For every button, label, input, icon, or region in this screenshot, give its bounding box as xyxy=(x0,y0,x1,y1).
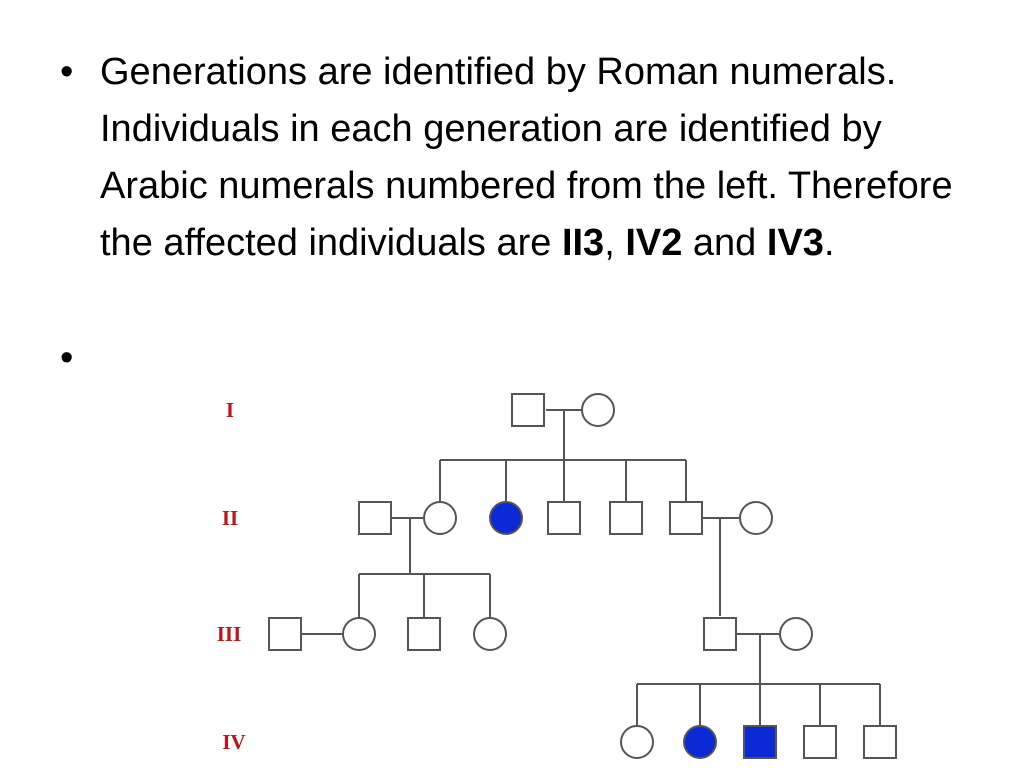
separator-text: , xyxy=(604,222,626,264)
unaffected-female-symbol xyxy=(581,393,615,427)
generation-label-ii: II xyxy=(222,506,238,530)
affected-individual-label: II3 xyxy=(561,222,605,264)
unaffected-female-symbol xyxy=(739,501,773,535)
generation-label-iv: IV xyxy=(222,730,245,754)
unaffected-male-symbol xyxy=(407,617,441,651)
affected-female-symbol xyxy=(683,725,717,759)
generation-label-iii: III xyxy=(217,622,242,646)
unaffected-male-symbol xyxy=(511,393,545,427)
bullet-intro-text: Generations are identified by Roman nume… xyxy=(100,51,953,264)
bullet-marker: • xyxy=(60,337,74,379)
affected-female-symbol xyxy=(489,501,523,535)
unaffected-male-symbol xyxy=(703,617,737,651)
unaffected-female-symbol xyxy=(473,617,507,651)
affected-male-symbol xyxy=(743,725,777,759)
bullet-marker: • xyxy=(60,51,74,93)
unaffected-male-symbol xyxy=(268,617,302,651)
generation-label-i: I xyxy=(226,398,234,422)
separator-text: and xyxy=(682,222,767,264)
unaffected-female-symbol xyxy=(779,617,813,651)
unaffected-male-symbol xyxy=(803,725,837,759)
unaffected-male-symbol xyxy=(863,725,897,759)
bullet-text: Generations are identified by Roman nume… xyxy=(100,44,980,272)
unaffected-female-symbol xyxy=(620,725,654,759)
pedigree-lines xyxy=(301,409,881,726)
unaffected-male-symbol xyxy=(669,501,703,535)
unaffected-male-symbol xyxy=(609,501,643,535)
sentence-end: . xyxy=(823,222,835,264)
affected-individual-label: IV2 xyxy=(625,222,683,264)
pedigree-symbols xyxy=(268,393,897,759)
unaffected-male-symbol xyxy=(358,501,392,535)
unaffected-female-symbol xyxy=(342,617,376,651)
unaffected-female-symbol xyxy=(423,501,457,535)
unaffected-male-symbol xyxy=(547,501,581,535)
affected-individual-label: IV3 xyxy=(766,222,824,264)
